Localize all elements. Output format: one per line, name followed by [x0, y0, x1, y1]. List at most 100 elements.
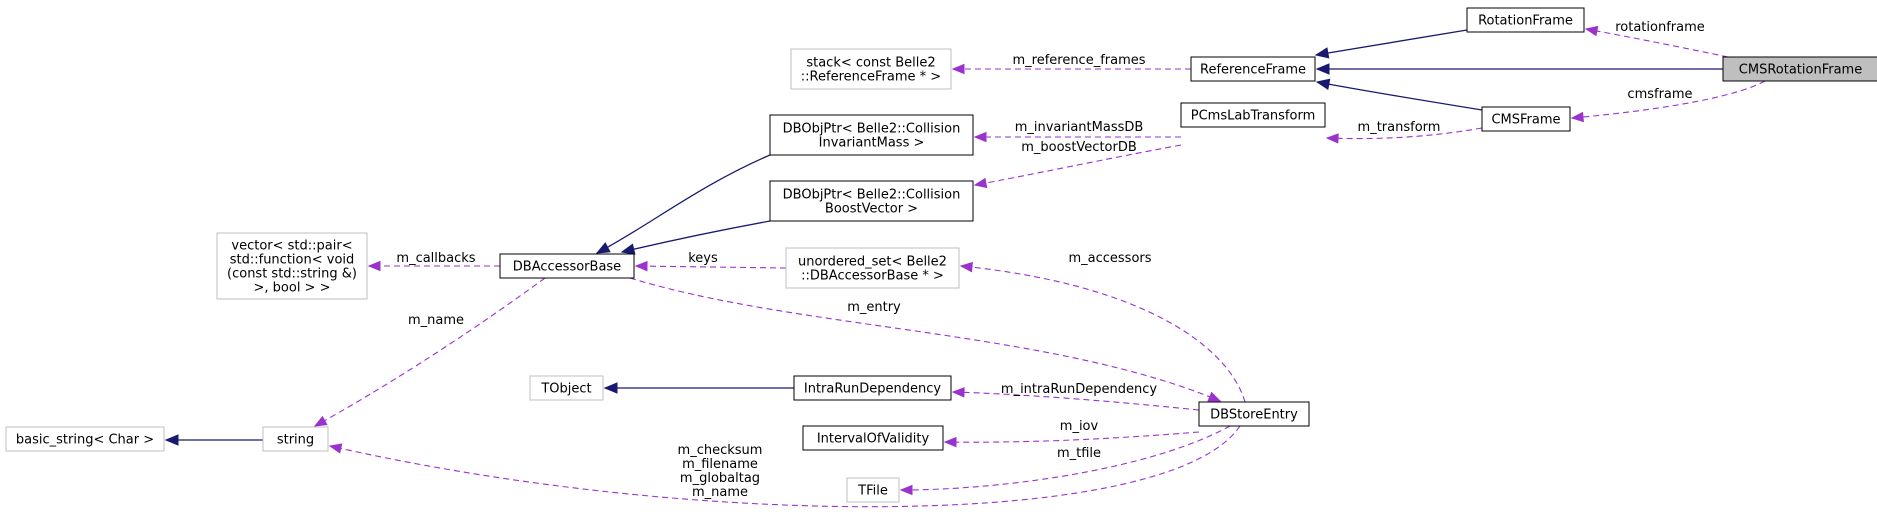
- arrowhead-cmsframe-inherits-referenceframe: [1315, 78, 1331, 90]
- edge-rotationframe-inherits-referenceframe: [1315, 29, 1468, 56]
- node-box: [802, 425, 944, 451]
- node-box: [499, 253, 635, 279]
- node-label: TObject: [540, 382, 591, 397]
- arrowhead-invariantmassdb-usage: [973, 131, 987, 143]
- node-interval-of-validity[interactable]: IntervalOfValidity: [802, 425, 944, 451]
- node-box: [846, 477, 900, 503]
- arrowhead-string-members-usage: [328, 443, 343, 454]
- arrowhead-intrarundependency-usage: [951, 387, 965, 398]
- node-label: DBAccessorBase: [513, 260, 621, 275]
- node-label: IntraRunDependency: [804, 382, 942, 397]
- edge-label-tfile-usage: m_tfile: [1057, 446, 1101, 461]
- node-label: string: [277, 433, 314, 448]
- arrowhead-keys-usage: [634, 260, 648, 272]
- node-box: [1180, 102, 1326, 128]
- edge-entry-usage: [629, 277, 1221, 402]
- edge-dbobjptr-invariantmass-inherits-dbaccessorbase: [596, 154, 771, 254]
- node-box: [1190, 56, 1316, 82]
- node-cms-frame[interactable]: CMSFrame: [1481, 106, 1571, 132]
- edge-dbobjptr-boostvector-inherits-dbaccessorbase: [621, 220, 771, 253]
- node-label: PCmsLabTransform: [1191, 109, 1315, 124]
- node-stack-reference-frames[interactable]: stack< const Belle2::ReferenceFrame * >: [790, 48, 952, 90]
- edge-iov-usage: [944, 431, 1200, 443]
- node-box: [216, 232, 368, 300]
- node-box: [1466, 7, 1585, 33]
- node-cms-rotation-frame[interactable]: CMSRotationFrame: [1722, 56, 1877, 82]
- node-callbacks-vector[interactable]: vector< std::pair<std::function< void(co…: [216, 232, 368, 300]
- edge-label-entry-usage: m_entry: [847, 300, 901, 315]
- edge-label-transform-usage: m_transform: [1358, 120, 1441, 135]
- arrowhead-boostvectordb-usage: [973, 177, 988, 189]
- edge-labels-layer: rotationframe cmsframe m_reference_framesm…: [396, 20, 1704, 500]
- node-db-store-entry[interactable]: DBStoreEntry: [1198, 401, 1310, 427]
- arrowhead-cmsframe-usage: [1570, 111, 1584, 123]
- edge-name-usage: [314, 277, 546, 427]
- arrowhead-name-usage: [313, 415, 328, 427]
- node-box: [1481, 106, 1571, 132]
- edge-rotationframe-usage: [1585, 28, 1729, 58]
- node-basic-string[interactable]: basic_string< Char >: [5, 426, 165, 452]
- edge-intrarundependency-usage: [952, 391, 1200, 411]
- node-label: RotationFrame: [1478, 14, 1573, 29]
- node-box: [769, 114, 974, 156]
- node-intra-run-dependency[interactable]: IntraRunDependency: [793, 375, 952, 401]
- node-box: [529, 375, 604, 401]
- edge-label-intrarundependency-usage: m_intraRunDependency: [1001, 382, 1157, 397]
- edge-cmsframe-usage: [1571, 80, 1766, 119]
- node-label: IntervalOfValidity: [817, 432, 930, 447]
- arrowhead-reference-frames-usage: [951, 63, 965, 75]
- node-reference-frame[interactable]: ReferenceFrame: [1190, 56, 1316, 82]
- arrowhead-rotationframe-inherits-referenceframe: [1314, 47, 1330, 59]
- node-label: CMSRotationFrame: [1739, 63, 1862, 78]
- node-rotation-frame[interactable]: RotationFrame: [1466, 7, 1585, 33]
- node-db-accessor-base[interactable]: DBAccessorBase: [499, 253, 635, 279]
- arrowhead-transform-usage: [1325, 133, 1339, 144]
- edge-label-keys-usage: keys: [688, 251, 718, 266]
- arrowhead-string-inherits-basicstring: [164, 434, 179, 446]
- node-label: stack< const Belle2::ReferenceFrame * >: [801, 56, 941, 85]
- node-box: [790, 48, 952, 90]
- arrowhead-tfile-usage: [899, 484, 913, 496]
- edge-string-members-usage: [329, 425, 1241, 508]
- node-label: vector< std::pair<std::function< void(co…: [227, 239, 357, 296]
- arrowhead-entry-usage: [1207, 391, 1222, 402]
- node-label: basic_string< Char >: [16, 433, 154, 448]
- node-unordered-set-accessors[interactable]: unordered_set< Belle2::DBAccessorBase * …: [785, 247, 960, 289]
- arrowhead-rotationframe-usage: [1584, 25, 1599, 37]
- node-label: ReferenceFrame: [1200, 63, 1306, 78]
- node-label: DBStoreEntry: [1210, 408, 1298, 423]
- arrowhead-callbacks-usage: [367, 260, 381, 272]
- node-tobject[interactable]: TObject: [529, 375, 604, 401]
- edge-label-accessors-usage: m_accessors: [1068, 251, 1151, 266]
- node-box: [5, 426, 165, 452]
- edge-label-callbacks-usage: m_callbacks: [396, 251, 475, 266]
- node-tfile[interactable]: TFile: [846, 477, 900, 503]
- edge-tfile-usage: [900, 425, 1231, 491]
- edge-accessors-usage: [960, 265, 1246, 403]
- node-label: TFile: [857, 484, 888, 499]
- node-box: [793, 375, 952, 401]
- edge-boostvectordb-usage: [974, 144, 1182, 186]
- arrowhead-intrarundependency-inherits-tobject: [603, 382, 618, 394]
- node-box: [785, 247, 960, 289]
- arrowhead-dbobjptr-invariantmass-inherits-dbaccessorbase: [595, 242, 611, 254]
- edge-cmsframe-inherits-referenceframe: [1316, 81, 1483, 111]
- node-box: [769, 180, 974, 222]
- node-string[interactable]: string: [262, 426, 329, 452]
- node-label: CMSFrame: [1491, 113, 1560, 128]
- edge-label-cmsframe-usage: cmsframe: [1627, 87, 1692, 102]
- edge-label-reference-frames-usage: m_reference_frames: [1012, 53, 1145, 68]
- node-box: [1198, 401, 1310, 427]
- node-pcms-lab-transform[interactable]: PCmsLabTransform: [1180, 102, 1326, 128]
- edges-layer: [164, 25, 1766, 508]
- node-box: [262, 426, 329, 452]
- edge-label-rotationframe-usage: rotationframe: [1615, 20, 1705, 35]
- arrowhead-accessors-usage: [959, 261, 973, 273]
- arrowhead-iov-usage: [943, 436, 957, 448]
